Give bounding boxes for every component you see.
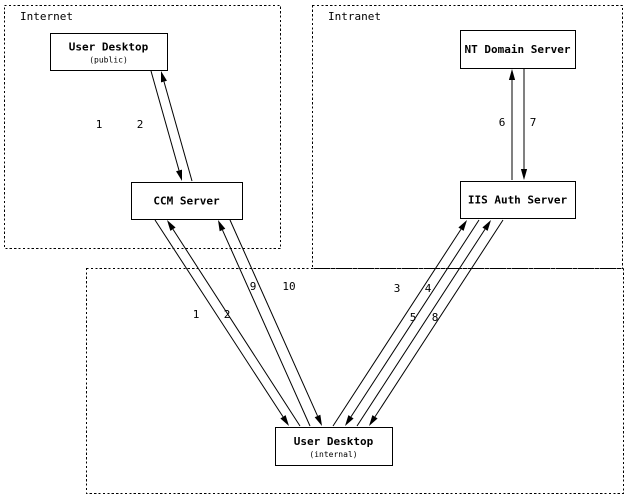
edge-label-step-9: 9 xyxy=(250,280,257,293)
flow-line-step-1-public xyxy=(150,70,180,171)
node-box-user-desktop-public[interactable] xyxy=(49,32,169,72)
edge-label-step-7: 7 xyxy=(530,116,537,129)
flow-line-step-1-internal xyxy=(154,219,284,418)
arrow-head-step-10 xyxy=(314,414,322,426)
edges-group xyxy=(150,69,528,427)
flow-line-step-3 xyxy=(332,228,462,427)
zone-internet xyxy=(3,4,282,250)
node-box-user-desktop-internal[interactable] xyxy=(274,426,394,467)
edge-label-step-8: 8 xyxy=(432,311,439,324)
node-box-ccm-server[interactable] xyxy=(130,181,244,221)
edge-label-step-2-public: 2 xyxy=(137,118,144,131)
arrow-head-step-2-public xyxy=(161,71,167,83)
arrow-head-step-3 xyxy=(458,220,467,231)
edge-label-step-2-internal: 2 xyxy=(224,308,231,321)
arrow-head-step-7 xyxy=(520,169,528,180)
node-sublabel-user-desktop-internal: (internal) xyxy=(309,450,357,459)
edge-label-step-5: 5 xyxy=(410,311,417,324)
edge-label-step-3: 3 xyxy=(394,282,401,295)
edge-label-step-4: 4 xyxy=(425,282,432,295)
flow-line-step-9 xyxy=(222,229,311,427)
node-box-nt-domain-server[interactable] xyxy=(459,29,577,70)
zone-internal xyxy=(85,267,625,495)
flow-line-step-4 xyxy=(350,219,480,418)
arrow-head-step-8 xyxy=(369,415,378,426)
zone-label-internet: Internet xyxy=(20,10,73,23)
arrow-head-step-2-internal xyxy=(167,220,176,231)
arrow-head-step-5 xyxy=(482,220,491,231)
arrow-head-step-1-internal xyxy=(280,415,289,426)
arrow-head-step-9 xyxy=(218,220,226,232)
edge-labels-group: 1 2 6 7 9 10 1 2 3 4 5 8 xyxy=(96,116,537,324)
node-sublabel-user-desktop-public: (public) xyxy=(89,56,128,65)
node-label-user-desktop-internal: User Desktop xyxy=(294,435,374,448)
nodes-group: User Desktop (public) CCM Server NT Domain … xyxy=(49,29,577,467)
zone-intranet xyxy=(311,4,624,270)
node-label-ccm-server: CCM Server xyxy=(153,195,220,208)
arrow-head-step-4 xyxy=(345,415,354,426)
node-label-nt-domain-server: NT Domain Server xyxy=(465,43,571,56)
zones-group: Internet Intranet xyxy=(3,4,625,495)
arrow-head-step-1-public xyxy=(176,169,182,181)
flow-line-step-8 xyxy=(374,219,504,418)
node-label-iis-auth-server: IIS Auth Server xyxy=(468,194,568,207)
edge-label-step-6: 6 xyxy=(499,116,506,129)
flow-line-step-2-internal xyxy=(172,228,301,427)
node-label-user-desktop-public: User Desktop xyxy=(69,41,149,54)
edge-label-step-1-public: 1 xyxy=(96,118,103,131)
node-box-iis-auth-server[interactable] xyxy=(459,180,577,220)
edge-label-step-1-internal: 1 xyxy=(193,308,200,321)
flow-line-step-5 xyxy=(356,228,486,427)
flow-line-step-10 xyxy=(229,219,318,417)
edge-label-step-10: 10 xyxy=(282,280,295,293)
flow-line-step-2-public xyxy=(163,81,193,182)
arrow-head-step-6 xyxy=(508,69,516,80)
zone-label-intranet: Intranet xyxy=(328,10,381,23)
